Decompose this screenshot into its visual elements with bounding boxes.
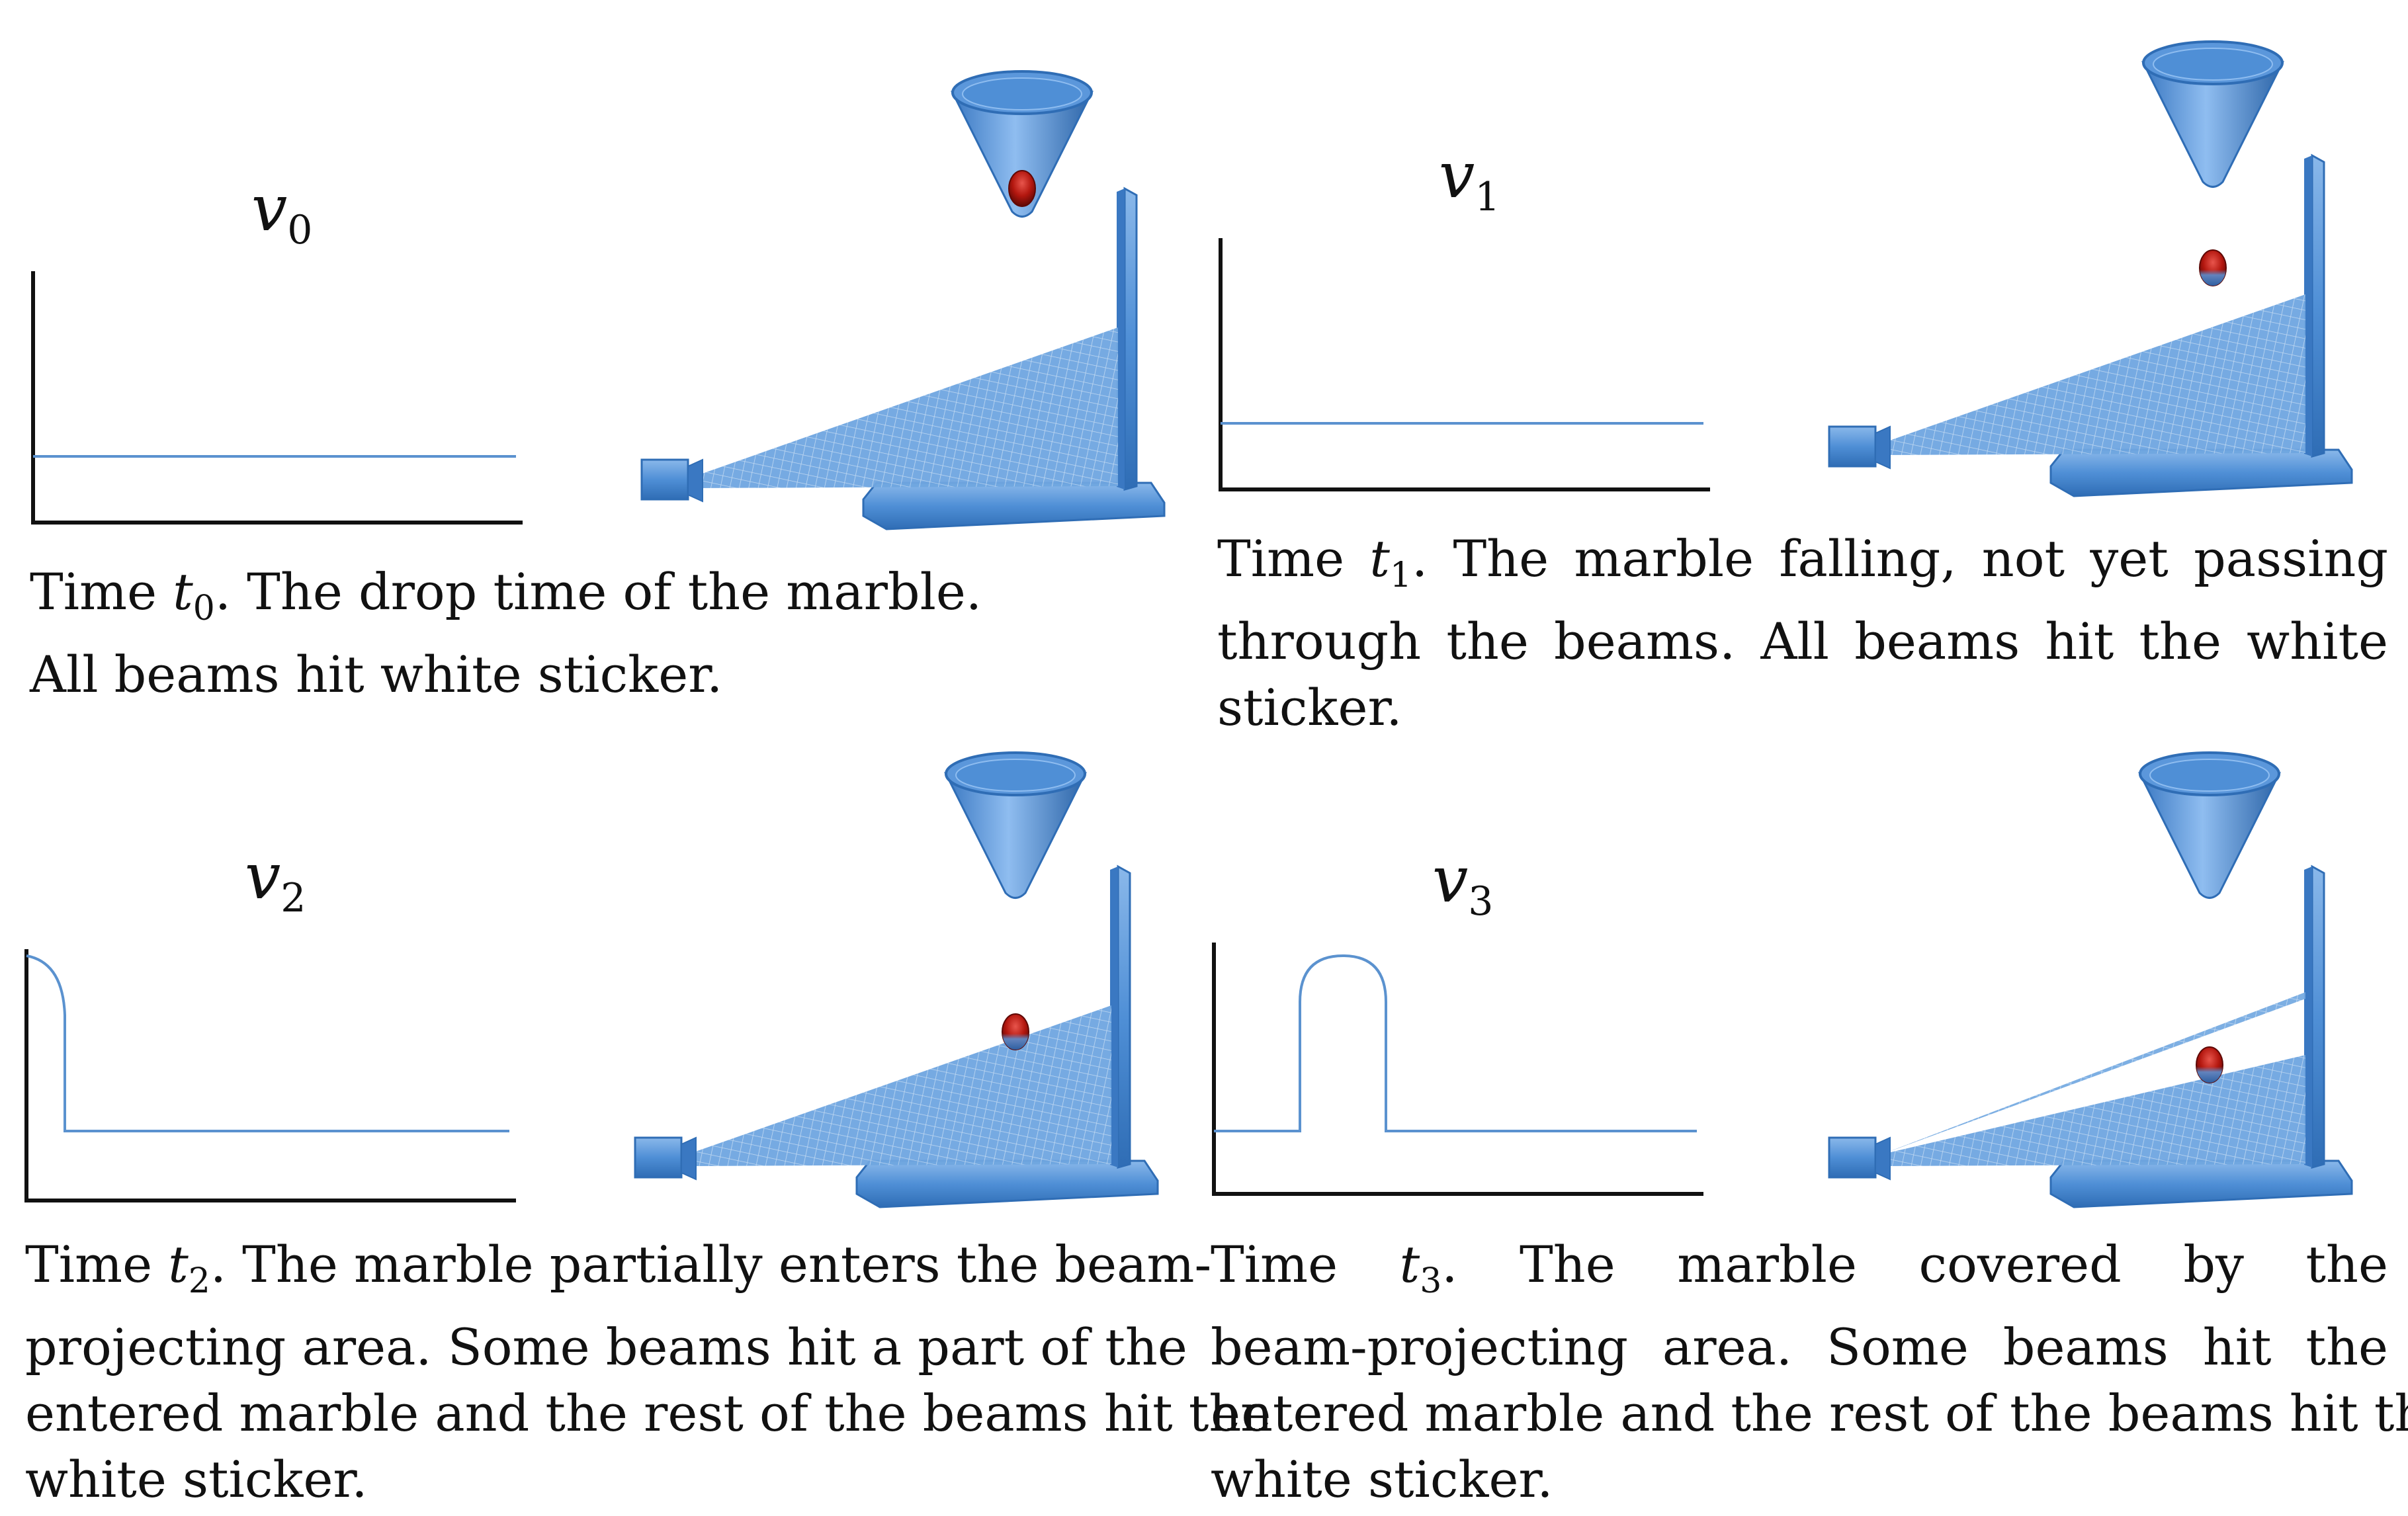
apparatus (1828, 40, 2353, 497)
beam-fan-upper (1882, 992, 2305, 1154)
signal-label-symbol: v (1432, 843, 1469, 917)
time-word: Time (25, 1235, 153, 1294)
caption-t1: Time t1. The marble falling, not yet pas… (1217, 526, 2388, 741)
signal-label-symbol: v (245, 839, 281, 913)
signal-label-subscript: 2 (280, 875, 306, 922)
base-plate (862, 482, 1166, 530)
caption-text: . The marble partially enters the beam- (210, 1235, 1212, 1294)
signal-label-subscript: 3 (1468, 878, 1494, 925)
beam-fan (688, 1005, 1111, 1166)
caption-t0: Time t0. The drop time of the marble. Al… (30, 559, 1168, 708)
base-plate (855, 1159, 1159, 1208)
backboard (2311, 153, 2325, 458)
time-word: Time (1211, 1235, 1338, 1294)
signal-axes (24, 949, 516, 1202)
signal-trace (1214, 954, 1697, 1132)
time-symbol: t2 (168, 1235, 210, 1302)
signal-axes (1219, 238, 1710, 491)
caption-text: . The marble falling, not yet passing (1412, 529, 2388, 588)
projector-body (640, 458, 689, 501)
caption-line: beam-projecting area. Some beams hit the (1211, 1318, 2388, 1377)
signal-axes (1212, 943, 1703, 1196)
caption-line: white sticker. (1211, 1450, 1553, 1509)
caption-t2: Time t2. The marble partially enters the… (25, 1232, 1271, 1513)
signal-label-v0: v0 (251, 175, 312, 263)
signal-label-symbol: v (251, 171, 288, 245)
caption-line: sticker. (1217, 678, 1402, 737)
projector-body (1828, 425, 1877, 468)
signal-axes (31, 271, 523, 525)
time-symbol: t1 (1369, 529, 1412, 596)
funnel-opening (962, 77, 1082, 110)
base-plate (2049, 448, 2353, 497)
signal-plot (24, 949, 516, 1202)
apparatus (634, 751, 1159, 1208)
funnel-opening (955, 759, 1076, 792)
backboard (1117, 864, 1131, 1169)
caption-line: entered marble and the rest of the beams… (1211, 1384, 2408, 1443)
backboard-edge (2304, 155, 2312, 456)
signal-label-symbol: v (1439, 138, 1475, 212)
backboard (2311, 864, 2325, 1169)
caption-line: Time t1. The marble falling, not yet pas… (1217, 526, 2388, 609)
beam-fan-lower (1882, 1055, 2305, 1166)
signal-label-subscript: 1 (1475, 174, 1500, 221)
signal-plot (1212, 943, 1703, 1196)
caption-line: white sticker. (25, 1450, 368, 1509)
signal-plot (1219, 238, 1710, 491)
signal-label-v1: v1 (1439, 142, 1500, 230)
panel-p2 (24, 751, 1159, 1208)
funnel-opening (2149, 759, 2270, 792)
panel-p1 (1219, 40, 2353, 497)
apparatus (640, 70, 1166, 530)
projector-lens (681, 1136, 697, 1181)
signal-label-v3: v3 (1432, 847, 1493, 935)
backboard-edge (1110, 866, 1118, 1167)
panel-p3 (1212, 751, 2353, 1208)
caption-line: Time t2. The marble partially enters the… (25, 1232, 1211, 1314)
funnel-opening (2153, 48, 2273, 81)
caption-line: through the beams. All beams hit the whi… (1217, 612, 2388, 671)
caption-line: Time t0. The drop time of the marble. (30, 559, 1168, 642)
projector-lens (687, 458, 703, 503)
time-symbol: t3 (1399, 1235, 1442, 1302)
marble-beam-shading (2196, 1047, 2223, 1083)
signal-label-subscript: 0 (287, 207, 313, 254)
base-plate (2049, 1159, 2353, 1208)
caption-line: projecting area. Some beams hit a part o… (25, 1318, 1187, 1377)
marble-beam-shading (1002, 1014, 1029, 1050)
marble-beam-shading (2200, 250, 2226, 286)
caption-text: . The marble covered by the (1441, 1235, 2388, 1294)
apparatus (1828, 751, 2353, 1208)
time-word: Time (30, 562, 157, 621)
beam-fan (1882, 294, 2305, 455)
projector-lens (1875, 425, 1891, 470)
backboard-edge (1117, 189, 1125, 489)
backboard-edge (2304, 866, 2312, 1167)
time-symbol: t0 (173, 562, 215, 629)
signal-plot (31, 271, 523, 525)
time-word: Time (1217, 529, 1345, 588)
caption-t3: Time t3. The marble covered by the beam-… (1211, 1232, 2408, 1513)
caption-line: entered marble and the rest of the beams… (25, 1384, 1271, 1443)
marble (1008, 170, 1036, 207)
backboard (1123, 187, 1138, 491)
projector-body (1828, 1136, 1877, 1179)
caption-line: All beams hit white sticker. (30, 645, 723, 704)
caption-line: Time t3. The marble covered by the (1211, 1232, 2388, 1314)
projector-lens (1875, 1136, 1891, 1181)
signal-trace (26, 954, 509, 1132)
projector-body (634, 1136, 683, 1179)
caption-text: . The drop time of the marble. (214, 562, 982, 621)
signal-label-v2: v2 (245, 843, 306, 931)
beam-fan (695, 327, 1118, 488)
panel-p0 (31, 70, 1166, 530)
